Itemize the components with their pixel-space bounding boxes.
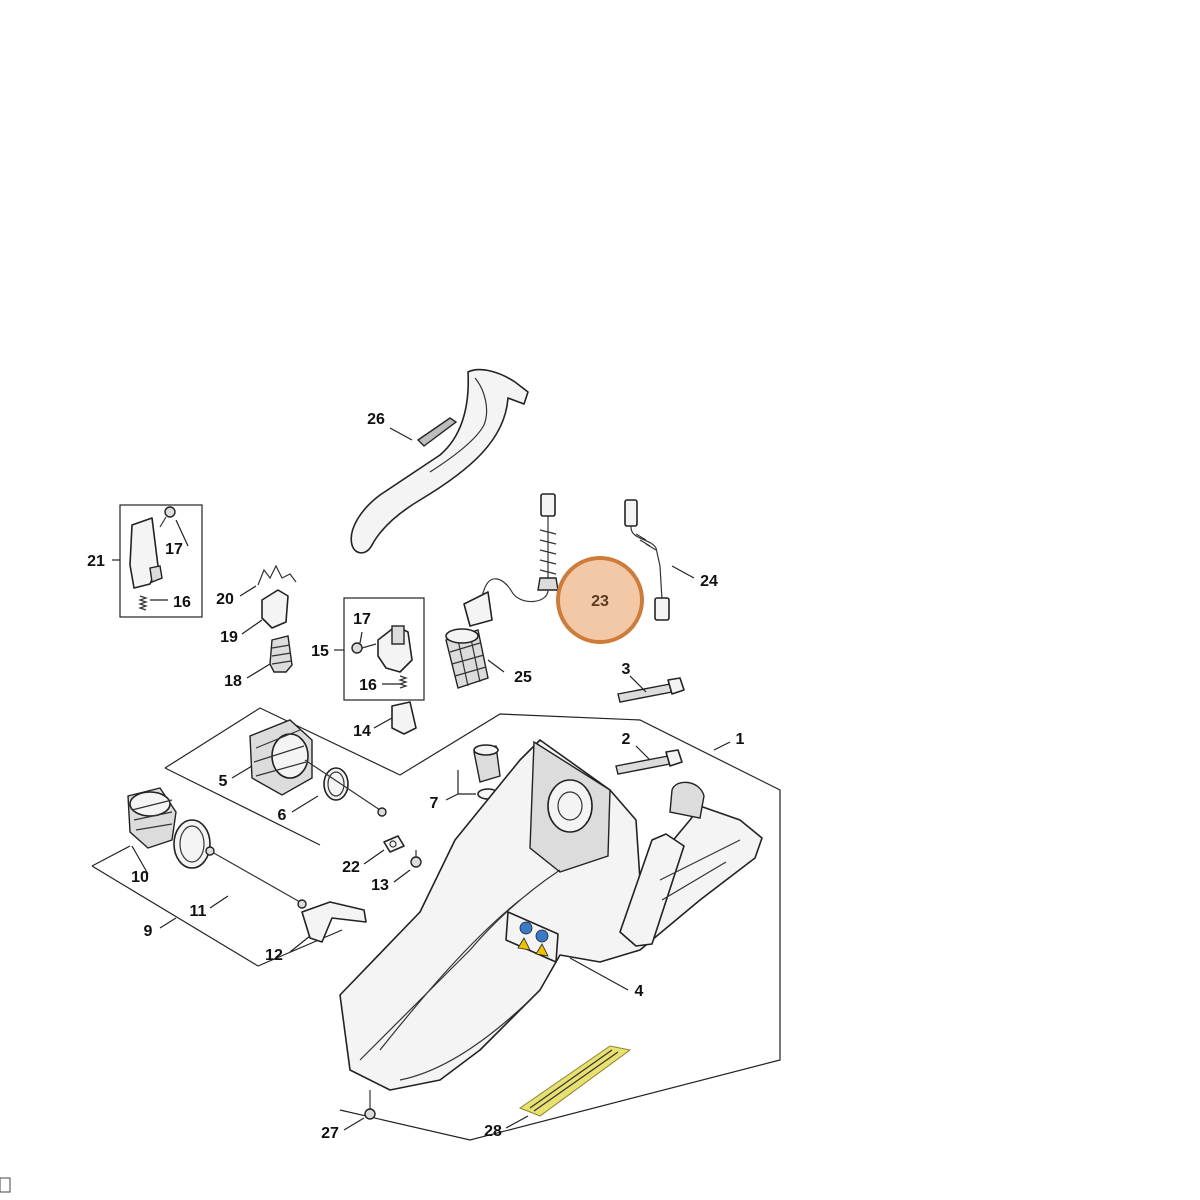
callout-13[interactable]: 13	[371, 877, 389, 894]
callout-11[interactable]: 11	[190, 903, 207, 920]
part-1-main-housing[interactable]	[339, 739, 763, 1091]
part-13-screw[interactable]	[410, 850, 422, 868]
callout-12[interactable]: 12	[265, 947, 283, 964]
part-19-plug[interactable]	[261, 589, 289, 629]
part-2-bolt[interactable]	[615, 749, 683, 775]
callout-24[interactable]: 24	[700, 573, 718, 590]
callout-2[interactable]: 2	[622, 731, 631, 748]
callout-15[interactable]: 15	[311, 643, 329, 660]
part-9-group-outline	[91, 845, 343, 967]
callout-20[interactable]: 20	[216, 591, 234, 608]
part-5-oil-pump[interactable]	[249, 719, 313, 796]
callout-28[interactable]: 28	[484, 1123, 502, 1140]
leader-lines	[112, 427, 731, 1131]
callout-9[interactable]: 9	[144, 923, 153, 940]
callout-labels: 1 2 3 4 5 6 7 9 10 11 12 13 14 15 16 16 …	[87, 411, 744, 1142]
callout-25[interactable]: 25	[514, 669, 532, 686]
part-17-screw-a[interactable]	[159, 506, 176, 528]
part-18-strainer[interactable]	[269, 635, 293, 673]
part-24-impulse-hose[interactable]	[624, 499, 670, 621]
callout-17a[interactable]: 17	[165, 541, 183, 558]
part-26-handle-tube[interactable]	[350, 368, 529, 554]
part-17-screw-b[interactable]	[351, 642, 377, 654]
callout-6[interactable]: 6	[278, 807, 287, 824]
callout-16b[interactable]: 16	[359, 677, 377, 694]
part-14-bushing[interactable]	[391, 701, 417, 735]
callout-19[interactable]: 19	[220, 629, 238, 646]
callout-3[interactable]: 3	[622, 661, 631, 678]
callout-14[interactable]: 14	[353, 723, 371, 740]
part-11-cable[interactable]	[205, 846, 307, 909]
part-10-oil-cap[interactable]	[127, 787, 177, 849]
callout-16a[interactable]: 16	[173, 594, 191, 611]
part-15-cap[interactable]	[377, 625, 413, 673]
part-10-seal-ring[interactable]	[173, 819, 211, 869]
callout-23[interactable]: 23	[591, 593, 609, 610]
part-7-valve[interactable]	[473, 744, 501, 800]
part-20-clip[interactable]	[257, 564, 297, 586]
callout-21[interactable]: 21	[87, 553, 105, 570]
part-22-washer[interactable]	[383, 835, 405, 853]
part-12-lever[interactable]	[301, 901, 367, 943]
part-21-handle-insert[interactable]	[129, 517, 163, 589]
part-23-fuel-hose[interactable]	[463, 493, 559, 627]
callout-7[interactable]: 7	[430, 795, 439, 812]
part-28-label-strip[interactable]	[518, 1045, 632, 1117]
part-1-group-outline	[164, 707, 781, 1141]
corner-marker-icon	[0, 1177, 11, 1193]
part-21-group-box	[119, 504, 203, 618]
callout-4[interactable]: 4	[635, 983, 644, 1000]
callout-5[interactable]: 5	[219, 773, 228, 790]
part-25-fuel-filter[interactable]	[445, 628, 489, 689]
callout-18[interactable]: 18	[224, 673, 242, 690]
callout-1[interactable]: 1	[736, 731, 745, 748]
callout-22[interactable]: 22	[342, 859, 360, 876]
part-16-spring-b[interactable]	[398, 675, 408, 689]
part-4-warning-label[interactable]	[505, 911, 559, 963]
callout-17b[interactable]: 17	[353, 611, 371, 628]
part-15-group-box	[343, 597, 425, 701]
part-16-spring-a[interactable]	[138, 595, 148, 611]
callout-27[interactable]: 27	[321, 1125, 339, 1142]
callout-10[interactable]: 10	[131, 869, 149, 886]
part-27-screw[interactable]	[364, 1090, 376, 1120]
highlight-ring-23	[556, 556, 644, 644]
part-3-bolt[interactable]	[617, 677, 685, 703]
callout-26[interactable]: 26	[367, 411, 385, 428]
part-6-seal-and-hose[interactable]	[304, 759, 387, 817]
